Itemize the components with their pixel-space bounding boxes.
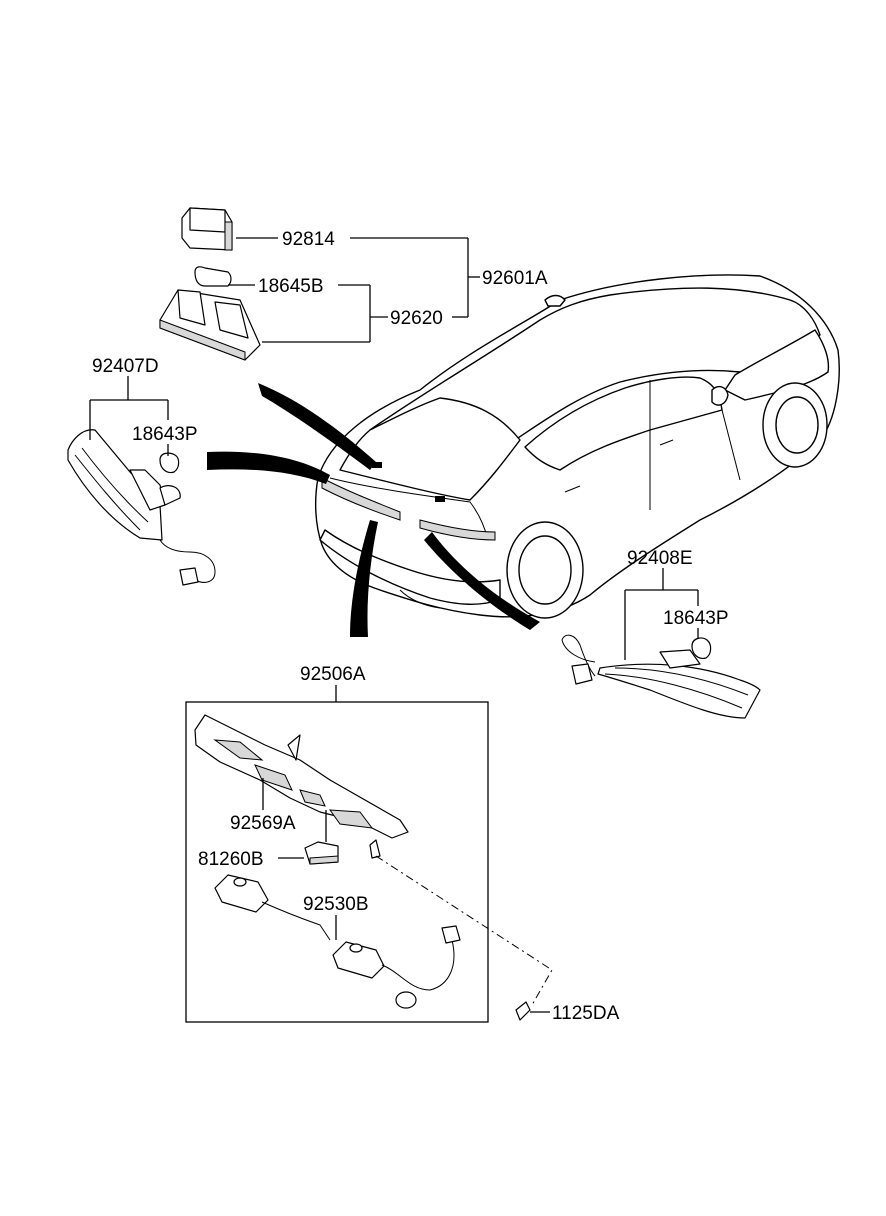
label-92407d: 92407D <box>92 356 159 377</box>
label-92408e: 92408E <box>627 548 693 569</box>
left-lamp <box>67 429 216 586</box>
room-lamp-cover <box>181 207 233 251</box>
label-92569a: 92569A <box>230 813 296 834</box>
label-92601a: 92601A <box>482 268 548 289</box>
left-lamp-leaders <box>89 376 169 456</box>
label-18643p-left: 18643P <box>132 424 198 445</box>
part-labels: 92814 18645B 92601A 92620 92407D 18643P … <box>92 229 729 1024</box>
license-lamp-box <box>185 685 489 1023</box>
left-bulb <box>159 452 180 474</box>
room-lamp-leaders <box>228 237 480 343</box>
label-92620: 92620 <box>390 308 443 329</box>
garnish-bracket <box>194 714 409 859</box>
vehicle-illustration <box>315 274 840 619</box>
location-pointers <box>207 383 540 637</box>
label-81260b: 81260B <box>198 849 264 870</box>
license-lamps <box>214 874 461 1009</box>
label-18645b: 18645B <box>258 276 324 297</box>
room-lamp-housing <box>159 289 261 361</box>
label-92506a: 92506A <box>300 664 366 685</box>
label-92814: 92814 <box>282 229 335 250</box>
label-18643p-right: 18643P <box>663 608 729 629</box>
label-1125da: 1125DA <box>552 1003 620 1024</box>
screw-part <box>515 1001 550 1021</box>
label-92530b: 92530B <box>303 894 369 915</box>
right-lamp <box>561 634 761 719</box>
switch-part <box>304 841 339 865</box>
license-lamp-leaders <box>262 778 553 1006</box>
right-lamp-leaders <box>624 568 699 660</box>
room-lamp-bulb <box>194 266 232 287</box>
right-bulb <box>691 637 712 659</box>
